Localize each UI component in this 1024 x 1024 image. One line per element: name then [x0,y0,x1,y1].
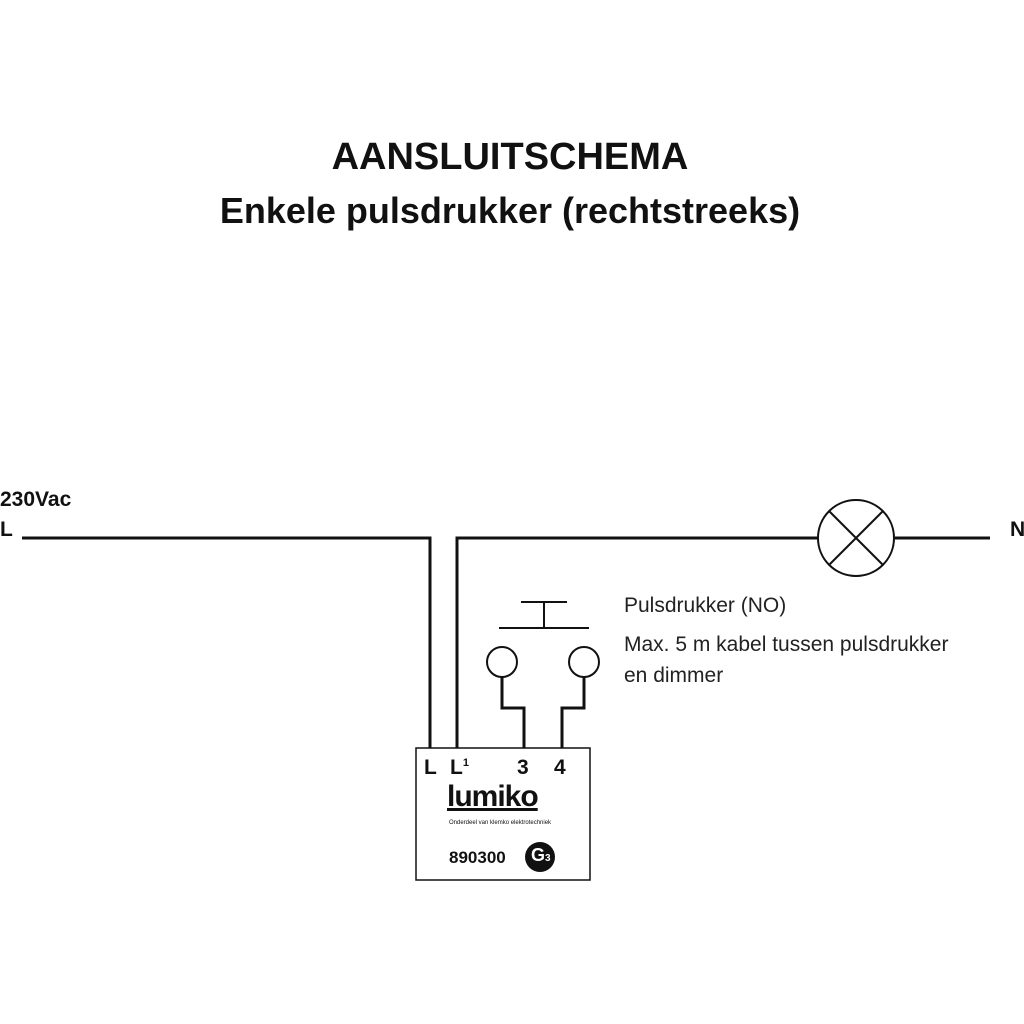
cable-note-2: en dimmer [624,664,724,687]
terminal-3: 3 [517,756,529,779]
voltage-label: 230Vac [0,488,72,511]
wire-4 [560,677,586,748]
page-title: AANSLUITSCHEMA [331,136,689,178]
neutral-label: N [1010,518,1024,541]
switched-wire [455,536,818,748]
wire-3 [500,677,526,748]
brand-tagline: Onderdeel van klemko elektrotechniek [449,820,552,826]
badge-letter: G3 [531,845,551,866]
pushbutton-icon [486,601,600,678]
dimmer-module [415,747,591,881]
page-subtitle: Enkele pulsdrukker (rechtstreeks) [219,190,801,231]
line-label: L [0,518,13,541]
terminal-l: L [424,756,437,779]
terminal-l1-sup: 1 [462,757,469,769]
badge-g: G [531,845,546,865]
article-number: 890300 [449,848,506,867]
terminal-l1-letter: L [450,756,463,779]
g3-badge-icon [525,842,555,872]
line-wire [22,536,432,748]
badge-sub: 3 [545,853,551,864]
cable-note-1: Max. 5 m kabel tussen pulsdrukker [624,633,949,656]
switch-label: Pulsdrukker (NO) [624,594,787,617]
brand-logo: lumiko [447,780,539,813]
lamp-icon [817,499,895,577]
terminal-4: 4 [554,756,566,779]
terminal-l1: L1 [450,756,469,780]
